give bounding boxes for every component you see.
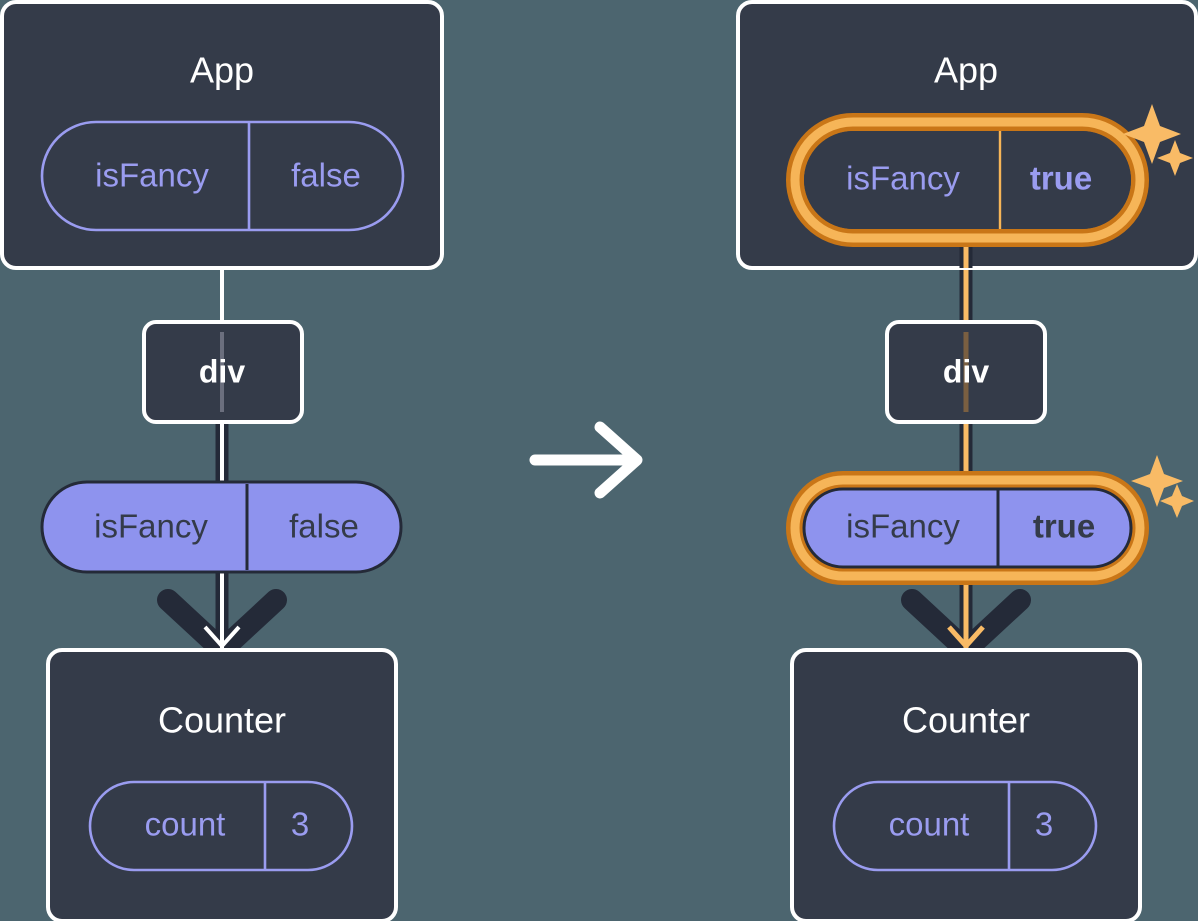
left-counter-node[interactable]: Counter count 3 [46, 648, 398, 921]
sparkle-small-icon [1157, 140, 1193, 176]
right-counter-box-border [790, 648, 1142, 921]
right-prop-pill-value: true [1033, 508, 1095, 545]
right-counter-state-pill[interactable]: count 3 [832, 780, 1098, 872]
left-app-state-pill[interactable]: isFancy false [40, 120, 405, 232]
left-counter-box-fill [48, 650, 396, 921]
left-counter-state-pill-outline [88, 780, 354, 872]
left-counter-state-pill[interactable]: count 3 [88, 780, 354, 872]
left-counter-box-border [46, 648, 398, 921]
right-prop-pill-body [802, 487, 1133, 569]
right-prop-pill-name: isFancy [846, 508, 960, 545]
right-counter-title: Counter [902, 700, 1030, 741]
left-div-box-border [142, 320, 304, 424]
left-counter-title: Counter [158, 700, 286, 741]
transition-arrow-icon [529, 421, 643, 499]
left-prop-pill-name: isFancy [94, 508, 208, 545]
right-app-state-pill[interactable]: isFancy true [786, 113, 1149, 247]
right-app-state-pill-value: true [1030, 160, 1092, 197]
sparkle-small-icon [1160, 484, 1194, 518]
right-app-state-pill-highlight-inner [790, 117, 1145, 243]
left-panel: App isFancy false div [0, 0, 444, 921]
right-app-state-pill-name: isFancy [846, 160, 960, 197]
right-counter-node[interactable]: Counter count 3 [790, 648, 1142, 921]
left-app-state-pill-name: isFancy [95, 157, 209, 194]
left-app-box-border [0, 0, 444, 270]
right-panel: App isFancy true [736, 0, 1198, 921]
left-prop-pill[interactable]: isFancy false [40, 480, 403, 574]
left-app-node[interactable]: App isFancy false [0, 0, 444, 270]
left-app-title: App [190, 50, 254, 91]
right-counter-state-pill-name: count [889, 806, 970, 843]
right-div-box-border [885, 320, 1047, 424]
right-counter-box-fill [792, 650, 1140, 921]
left-app-state-pill-value: false [291, 157, 361, 194]
left-div-node[interactable]: div [142, 320, 304, 424]
right-prop-pill-highlight-inner [790, 475, 1145, 581]
left-prop-pill-value: false [289, 508, 359, 545]
sparkle-large-icon [1131, 455, 1183, 507]
right-prop-pill[interactable]: isFancy true [786, 471, 1149, 585]
right-prop-sparkle-icon [1131, 455, 1194, 518]
right-app-state-pill-fill [804, 131, 1131, 229]
left-counter-state-pill-value: 3 [291, 806, 309, 843]
left-app-state-pill-outline [40, 120, 405, 232]
right-div-label: div [943, 353, 989, 389]
left-arrow-prop-to-counter [157, 566, 287, 662]
left-prop-pill-body [40, 480, 403, 574]
right-counter-state-pill-outline [832, 780, 1098, 872]
right-div-node[interactable]: div [885, 320, 1047, 424]
left-counter-state-pill-name: count [145, 806, 226, 843]
transition-arrow-head [594, 421, 643, 499]
right-app-sparkle-icon [1123, 104, 1193, 176]
right-app-title: App [934, 50, 998, 91]
left-app-box-fill [2, 2, 442, 268]
right-app-node[interactable]: App isFancy true [736, 0, 1198, 270]
sparkle-large-icon [1123, 104, 1181, 164]
right-counter-state-pill-value: 3 [1035, 806, 1053, 843]
left-div-label: div [199, 353, 245, 389]
